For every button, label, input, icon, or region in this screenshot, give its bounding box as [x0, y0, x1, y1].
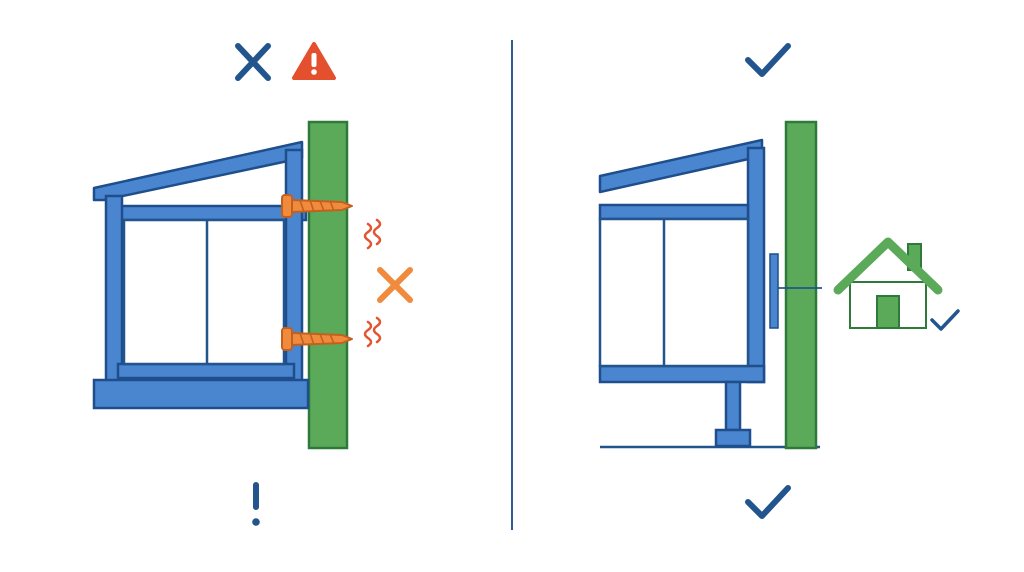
window: [122, 218, 286, 366]
vibration-icon: [363, 316, 382, 348]
sunroom-frame: [92, 140, 310, 410]
vibration-icon: [363, 218, 382, 250]
screw-icon: [281, 194, 353, 218]
cross-icon: [235, 43, 271, 81]
check-icon: [745, 485, 791, 519]
check-icon: [745, 43, 791, 77]
sunroom-frame: [598, 138, 766, 448]
wall: [784, 120, 818, 450]
cross-icon: [377, 267, 413, 303]
wall: [307, 120, 349, 450]
exclamation-icon: [252, 482, 260, 526]
right-panel-correct: [598, 43, 960, 519]
warning-icon: [292, 42, 336, 80]
ledger-flashing: [769, 253, 779, 329]
check-icon: [930, 309, 960, 331]
window: [598, 217, 750, 368]
house-icon: [833, 237, 943, 329]
left-panel-incorrect: [92, 42, 413, 526]
screw-icon: [281, 327, 353, 351]
